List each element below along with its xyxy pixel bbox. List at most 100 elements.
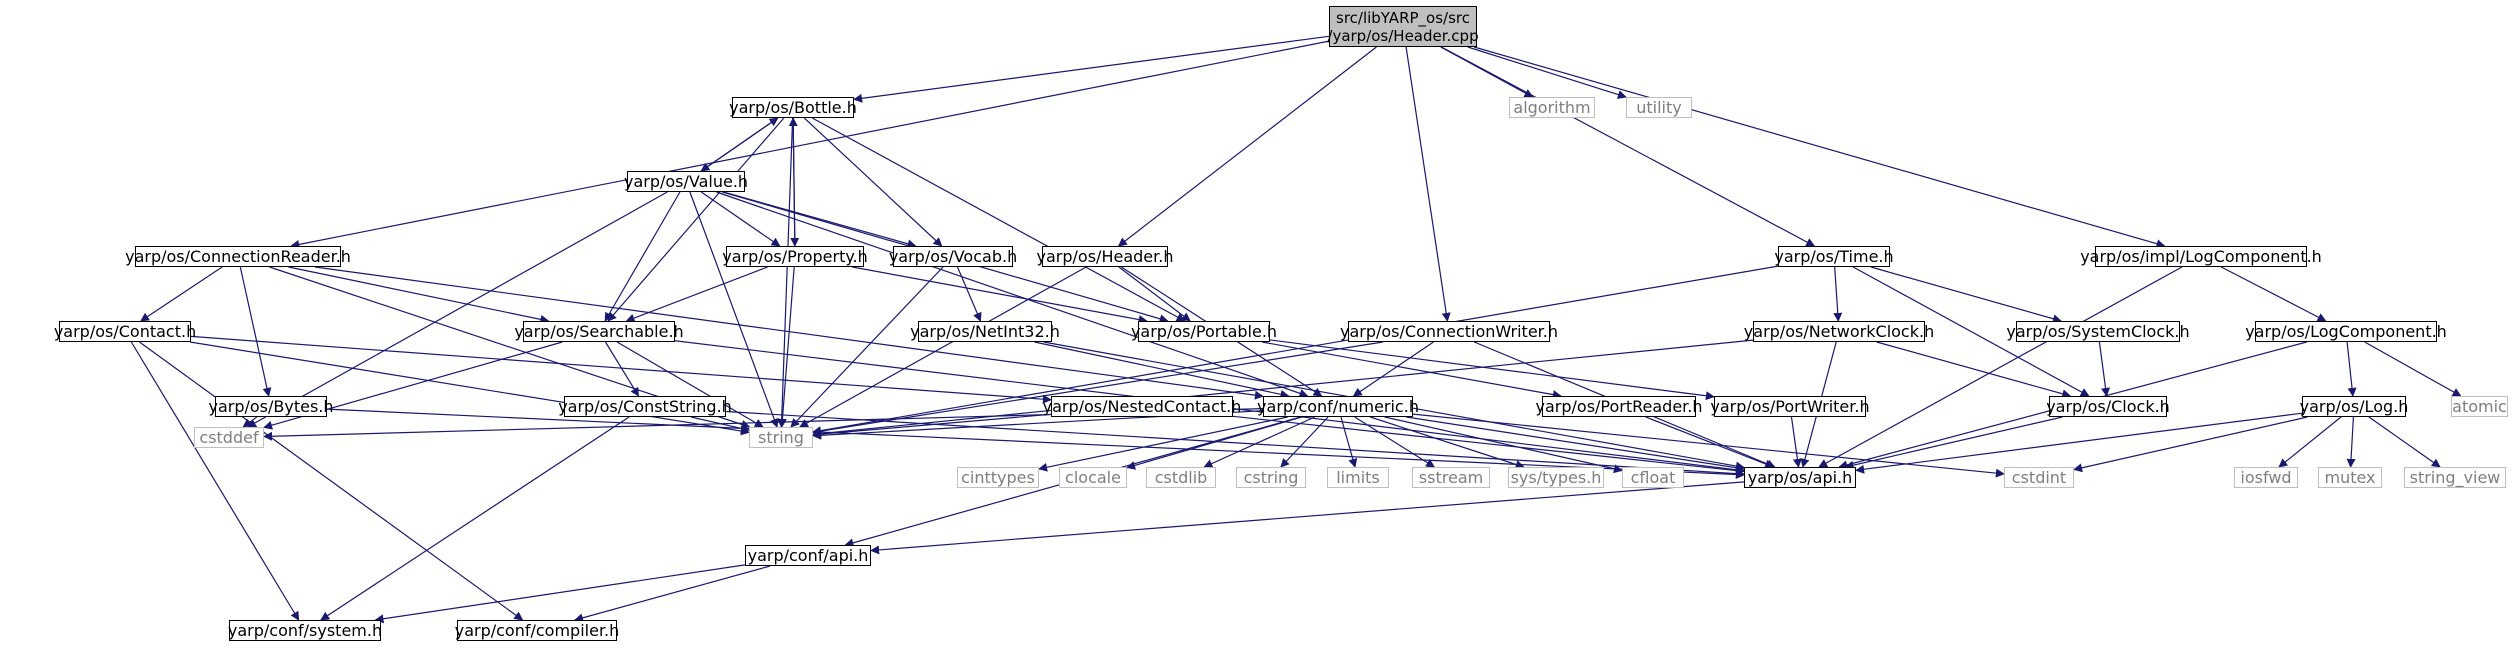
node-searchable-h[interactable]: yarp/os/Searchable.h (514, 321, 684, 342)
node-algorithm[interactable]: algorithm (1509, 97, 1595, 118)
node-mutex[interactable]: mutex (2318, 467, 2382, 488)
node-cstring[interactable]: cstring (1236, 467, 1306, 488)
edge-property-to-string (777, 266, 795, 428)
node-value-h[interactable]: yarp/os/Value.h (623, 171, 749, 192)
node-nestedcontact-h[interactable]: yarp/os/NestedContact.h (1042, 396, 1242, 417)
edge-property-to-portable (852, 266, 1148, 324)
edge-contact-to-system (130, 341, 300, 621)
node-vocab-h[interactable]: yarp/os/Vocab.h (888, 246, 1018, 267)
node-cinttypes[interactable]: cinttypes (957, 467, 1039, 488)
edge-connreader-to-searchable (288, 266, 550, 324)
edge-logcompimpl-to-osapi (1818, 266, 2183, 468)
node-sstream[interactable]: sstream (1412, 467, 1490, 488)
edge-numeric-to-sstream (1354, 416, 1436, 468)
edge-numeric-to-systypes (1370, 416, 1525, 469)
node-connectionwriter-h[interactable]: yarp/os/ConnectionWriter.h (1339, 321, 1559, 342)
node-iosfwd[interactable]: iosfwd (2234, 467, 2298, 488)
node-contact-h[interactable]: yarp/os/Contact.h (53, 321, 197, 342)
edge-numeric-to-osapi (1406, 416, 1745, 473)
node-os-api-h[interactable]: yarp/os/api.h (1744, 467, 1856, 488)
node-cstdlib[interactable]: cstdlib (1146, 467, 1216, 488)
node-netint32-h[interactable]: yarp/os/NetInt32.h (910, 321, 1060, 342)
node-bytes-h[interactable]: yarp/os/Bytes.h (208, 396, 334, 417)
edge-log-to-iosfwd (2278, 416, 2342, 468)
node-portreader-h[interactable]: yarp/os/PortReader.h (1535, 396, 1703, 417)
edge-numeric-to-cstdint (1412, 413, 2005, 478)
edge-confapi-to-compiler (574, 565, 771, 623)
edge-time-to-systemclock (1870, 266, 2062, 324)
node-bottle-h[interactable]: yarp/os/Bottle.h (729, 97, 857, 118)
node-portwriter-h[interactable]: yarp/os/PortWriter.h (1710, 396, 1870, 417)
edge-log-to-mutex (2346, 416, 2356, 468)
node-conststring-h[interactable]: yarp/os/ConstString.h (558, 396, 732, 417)
node-atomic[interactable]: atomic (2451, 396, 2508, 417)
edge-log-to-cstdint (2073, 416, 2308, 473)
node-logcomponent-h[interactable]: yarp/os/LogComponent.h (2245, 321, 2447, 342)
edge-networkclock-to-string (812, 339, 1754, 438)
node-connectionreader-h[interactable]: yarp/os/ConnectionReader.h (125, 246, 351, 267)
edge-root-to-connreader (290, 40, 1330, 249)
edge-portreader-to-osapi (1645, 416, 1775, 469)
edge-numeric-to-cinttypes (1038, 416, 1288, 472)
edge-root-to-bottle (853, 35, 1330, 103)
node-sys-types-h[interactable]: sys/types.h (1508, 467, 1604, 488)
edge-vocab-to-netint32 (956, 266, 982, 322)
node-portable-h[interactable]: yarp/os/Portable.h (1130, 321, 1278, 342)
edge-bottle-to-portable (811, 117, 1186, 322)
node-cfloat[interactable]: cfloat (1622, 467, 1684, 488)
edge-contact-to-string (189, 341, 750, 436)
node-conf-compiler-h[interactable]: yarp/conf/compiler.h (454, 620, 620, 641)
edge-root-to-header (1117, 46, 1377, 247)
node-cstddef[interactable]: cstddef (194, 427, 264, 448)
node-cstdint[interactable]: cstdint (2004, 467, 2074, 488)
edge-portable-to-portwriter (1269, 339, 1715, 401)
edge-root-to-connwriter (1405, 46, 1451, 322)
node-conf-system-h[interactable]: yarp/conf/system.h (227, 620, 383, 641)
edge-logcomp-to-atomic (2364, 341, 2462, 397)
node-limits[interactable]: limits (1327, 467, 1389, 488)
edge-nestedcontact-to-osapi (1232, 415, 1745, 476)
edge-time-to-networkclock (1833, 266, 1843, 322)
edge-value-to-cstddef (246, 191, 668, 428)
node-clocale[interactable]: clocale (1059, 467, 1127, 488)
edge-time-to-string (812, 265, 1779, 436)
edge-systemclock-to-clock (2098, 341, 2110, 397)
node-string[interactable]: string (749, 427, 813, 448)
edge-vocab-to-string (790, 266, 944, 428)
edge-header-to-string (799, 266, 1087, 428)
node-systemclock-h[interactable]: yarp/os/SystemClock.h (2006, 321, 2190, 342)
edge-value-to-bottle (700, 117, 779, 172)
edge-netint32-to-numeric (1034, 341, 1290, 399)
node-header-cpp: src/libYARP_os/src /yarp/os/Header.cpp (1327, 6, 1479, 47)
edge-contact-to-compiler (139, 341, 524, 621)
node-networkclock-h[interactable]: yarp/os/NetworkClock.h (1743, 321, 1935, 342)
edge-root-to-utility (1467, 46, 1627, 99)
node-property-h[interactable]: yarp/os/Property.h (722, 246, 868, 267)
node-utility[interactable]: utility (1626, 97, 1692, 118)
node-conf-api-h[interactable]: yarp/conf/api.h (745, 545, 871, 566)
edge-conststring-to-osapi (725, 410, 1745, 479)
edge-numeric-to-cstring (1280, 416, 1329, 468)
edge-value-to-string (689, 191, 779, 428)
node-header-h[interactable]: yarp/os/Header.h (1036, 246, 1174, 267)
node-clock-h[interactable]: yarp/os/Clock.h (2046, 396, 2170, 417)
node-time-h[interactable]: yarp/os/Time.h (1774, 246, 1894, 267)
edge-logcompimpl-to-logcomp (2221, 266, 2327, 322)
node-conf-numeric-h[interactable]: yarp/conf/numeric.h (1257, 396, 1419, 417)
edge-connreader-to-numeric (314, 266, 1264, 400)
edge-numeric-to-cstdlib (1203, 416, 1316, 468)
edge-log-to-osapi (1855, 412, 2303, 474)
edge-connreader-to-contact (140, 266, 223, 322)
node-string-view[interactable]: string_view (2404, 467, 2506, 488)
edge-root-to-logcompimpl (1473, 46, 2166, 249)
edge-log-to-string_view (2368, 416, 2441, 468)
edge-portable-to-portreader (1261, 341, 1562, 399)
node-impl-logcomponent-h[interactable]: yarp/os/impl/LogComponent.h (2080, 246, 2322, 267)
node-log-h[interactable]: yarp/os/Log.h (2299, 396, 2409, 417)
edge-clock-to-osapi (1844, 416, 2063, 470)
edge-searchable-to-conststring (604, 341, 640, 397)
edge-numeric-to-cfloat (1384, 416, 1623, 474)
edge-connwriter-to-string (812, 341, 1383, 436)
